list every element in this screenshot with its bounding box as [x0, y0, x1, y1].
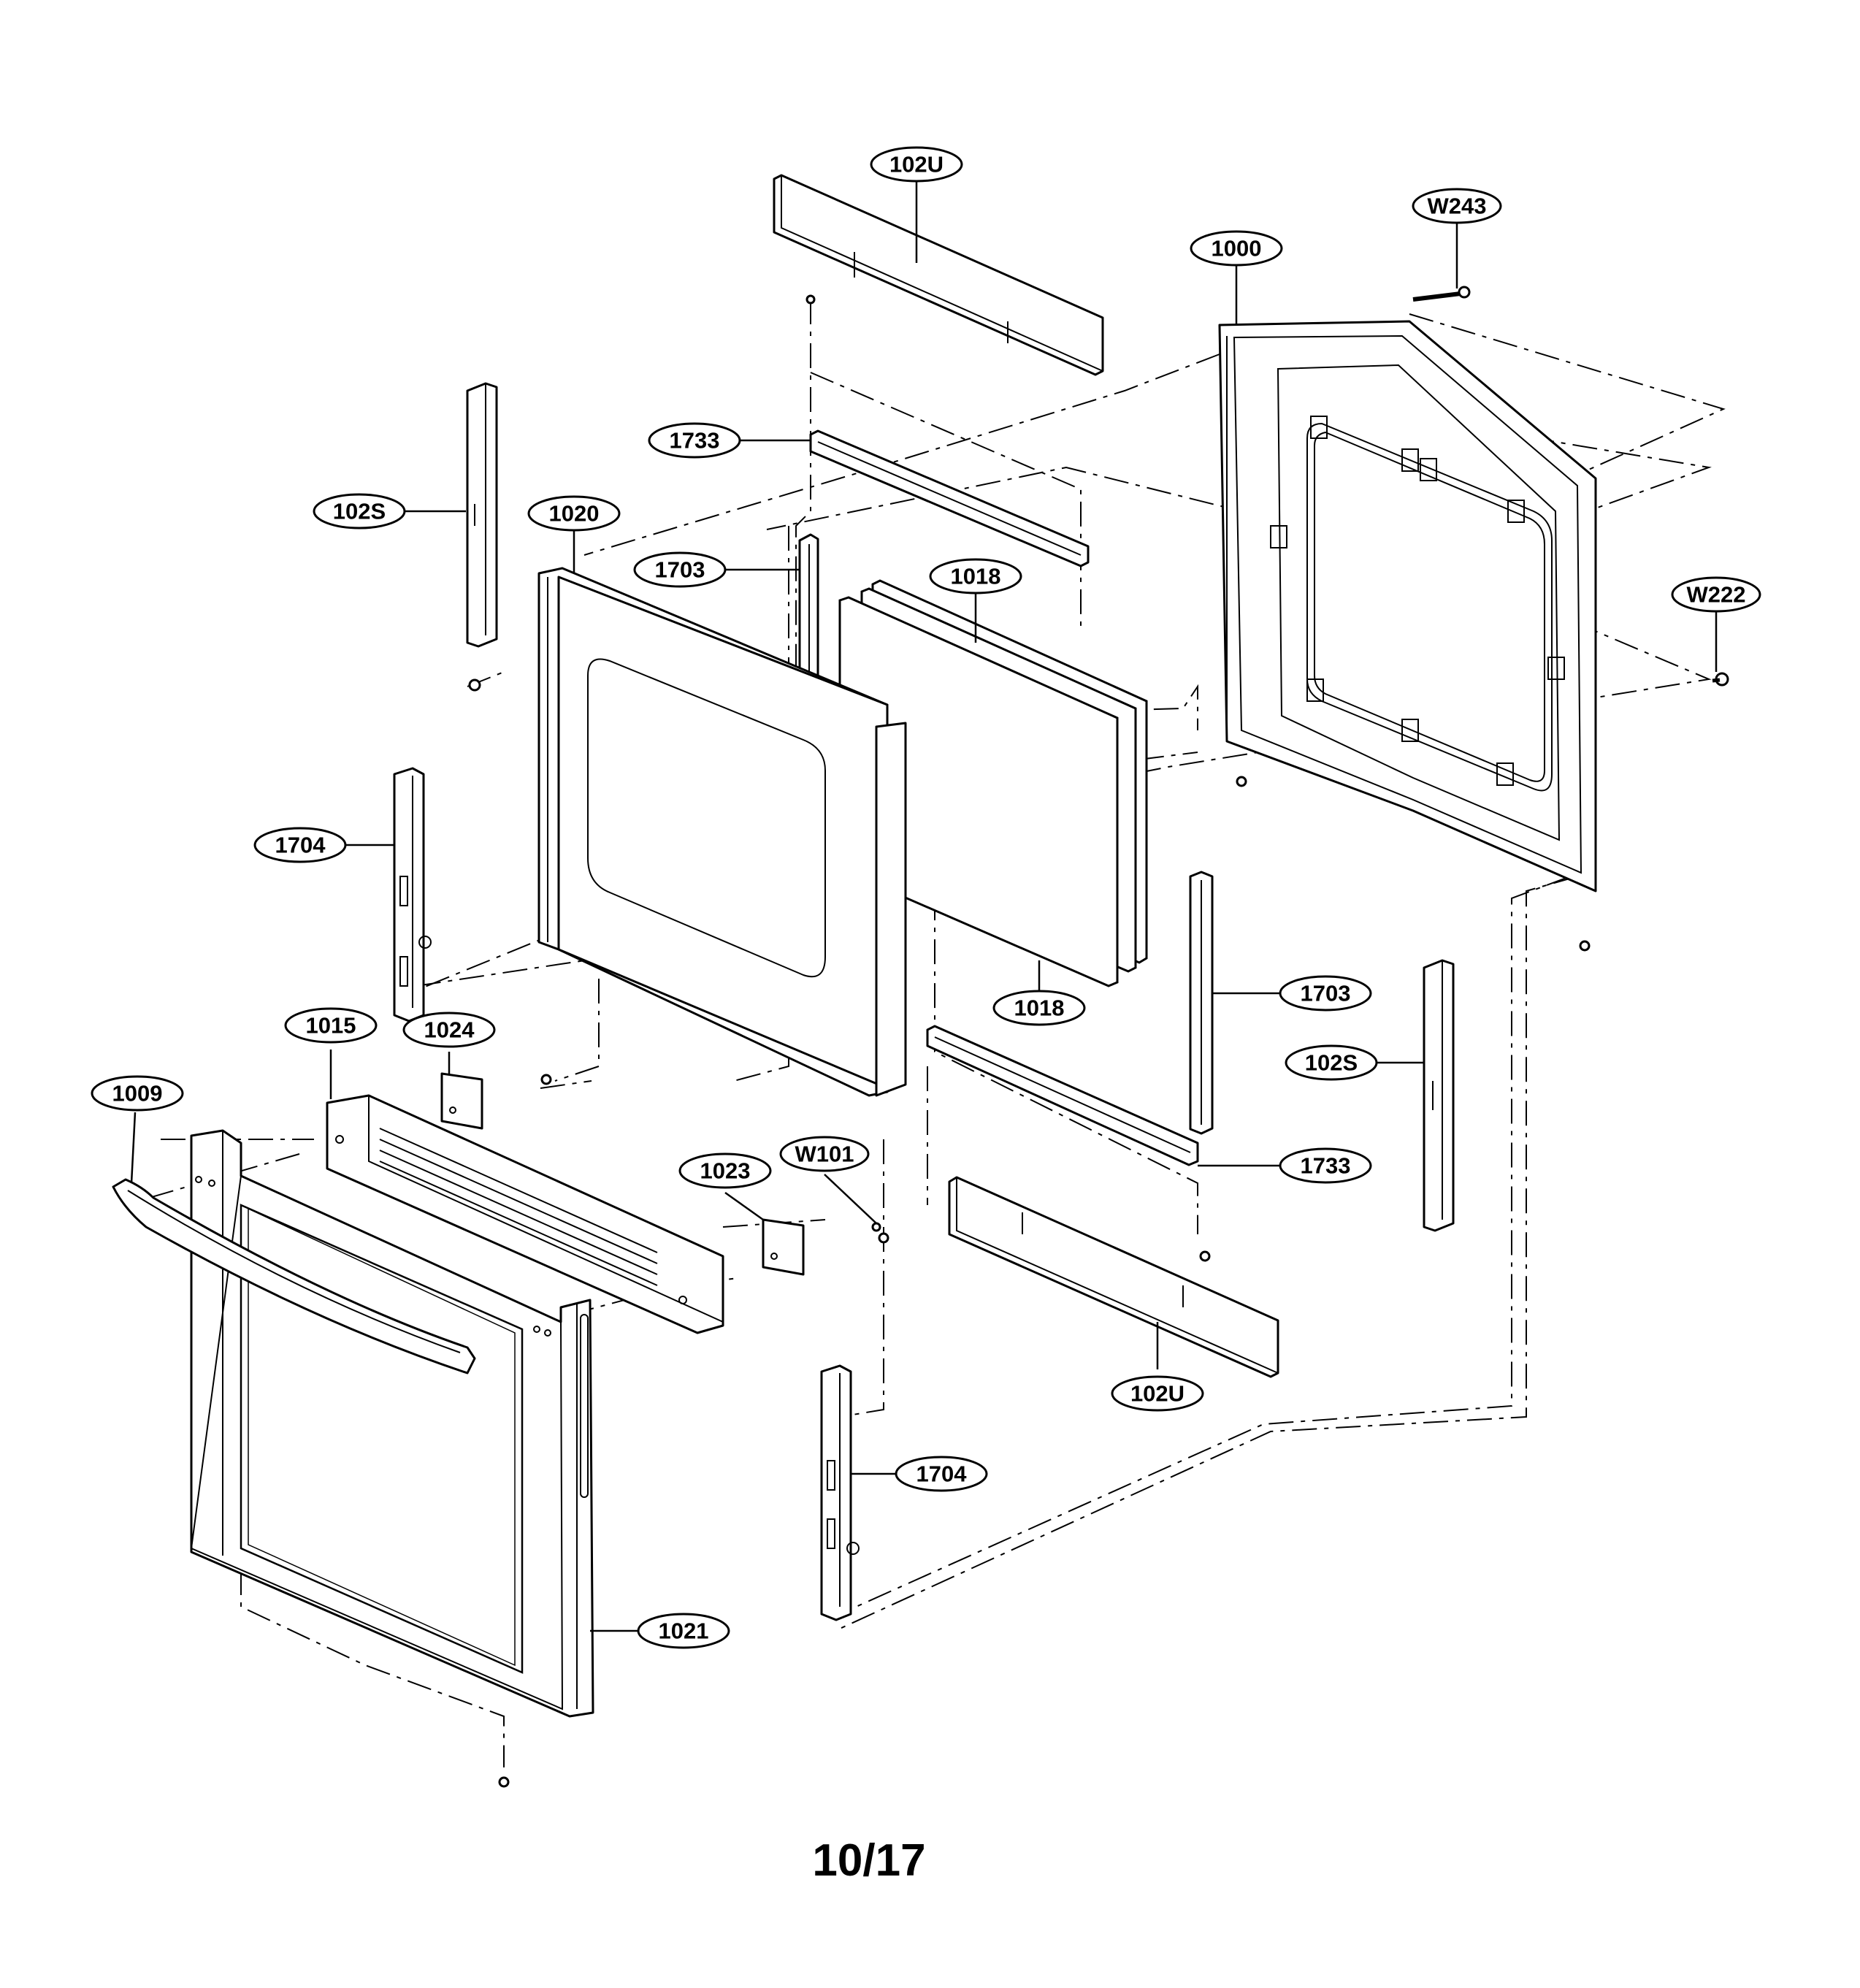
callout-1021: 1021 [637, 1613, 730, 1649]
bracket-1023 [762, 1218, 805, 1276]
callout-1703-bottom: 1703 [1279, 975, 1372, 1012]
callout-w222: W222 [1671, 576, 1761, 613]
callout-1018-bottom: 1018 [992, 990, 1086, 1026]
svg-text:W243: W243 [1428, 194, 1487, 219]
svg-text:1703: 1703 [1301, 981, 1351, 1006]
leader-lines [130, 181, 1718, 1632]
side-bar-102s-left [466, 382, 498, 648]
callout-1023: 1023 [678, 1152, 772, 1189]
svg-text:102S: 102S [333, 499, 386, 524]
trim-bar-102u-bottom [948, 1176, 1279, 1378]
svg-text:1018: 1018 [951, 564, 1001, 589]
svg-text:1703: 1703 [655, 557, 705, 583]
callout-w243: W243 [1412, 188, 1502, 224]
callout-102u-top: 102U [870, 146, 963, 183]
inner-frame-1020 [537, 567, 907, 1097]
handle-1009 [112, 1178, 476, 1375]
svg-text:1733: 1733 [1301, 1153, 1351, 1179]
svg-text:1000: 1000 [1212, 236, 1262, 261]
callout-w101: W101 [779, 1136, 870, 1172]
callout-1704-bottom: 1704 [895, 1456, 988, 1492]
callout-1733-bottom: 1733 [1279, 1147, 1372, 1184]
side-bar-102s-right [1423, 959, 1455, 1232]
callout-1000: 1000 [1190, 230, 1283, 267]
svg-text:1009: 1009 [112, 1081, 163, 1106]
callout-1704-left: 1704 [253, 827, 347, 863]
callout-1024: 1024 [402, 1012, 496, 1048]
bracket-1024 [440, 1072, 483, 1130]
svg-text:W101: W101 [795, 1142, 854, 1167]
svg-text:1704: 1704 [916, 1461, 968, 1487]
svg-text:1020: 1020 [549, 501, 600, 527]
callout-1018-top: 1018 [929, 558, 1022, 595]
svg-text:1018: 1018 [1014, 995, 1065, 1021]
channel-1733-bottom [926, 1025, 1199, 1166]
callout-1020: 1020 [527, 495, 621, 532]
clip-1703-bottom [1189, 871, 1214, 1135]
rear-frame-1000 [1218, 320, 1597, 892]
screw-w101 [871, 1222, 881, 1232]
callout-102u-bottom: 102U [1111, 1375, 1204, 1412]
callout-102s-left: 102S [313, 493, 406, 530]
svg-text:W222: W222 [1687, 582, 1746, 608]
svg-text:1015: 1015 [306, 1013, 356, 1039]
hinge-1704-bottom [820, 1364, 860, 1621]
trim-bar-102u-top [773, 174, 1104, 376]
svg-text:1023: 1023 [700, 1158, 751, 1184]
callout-1009: 1009 [91, 1075, 184, 1112]
page-number: 10/17 [812, 1835, 925, 1886]
screw-w243 [1412, 286, 1471, 302]
svg-text:102U: 102U [889, 152, 944, 177]
svg-text:1704: 1704 [275, 833, 326, 858]
vent-trim-1015 [326, 1094, 724, 1334]
svg-text:102U: 102U [1130, 1381, 1184, 1407]
hinge-1704-left [393, 767, 432, 1022]
small-screws [468, 294, 1591, 1788]
callout-1733-top: 1733 [648, 422, 741, 459]
svg-text:1024: 1024 [424, 1017, 475, 1043]
screw-w222 [1712, 672, 1729, 687]
channel-1733-top [809, 429, 1090, 567]
callout-1015: 1015 [284, 1007, 378, 1044]
callout-1703-top: 1703 [633, 551, 727, 588]
callout-102s-right: 102S [1285, 1044, 1378, 1081]
svg-text:102S: 102S [1305, 1050, 1358, 1076]
svg-text:1733: 1733 [670, 428, 720, 454]
svg-text:1021: 1021 [659, 1618, 709, 1644]
